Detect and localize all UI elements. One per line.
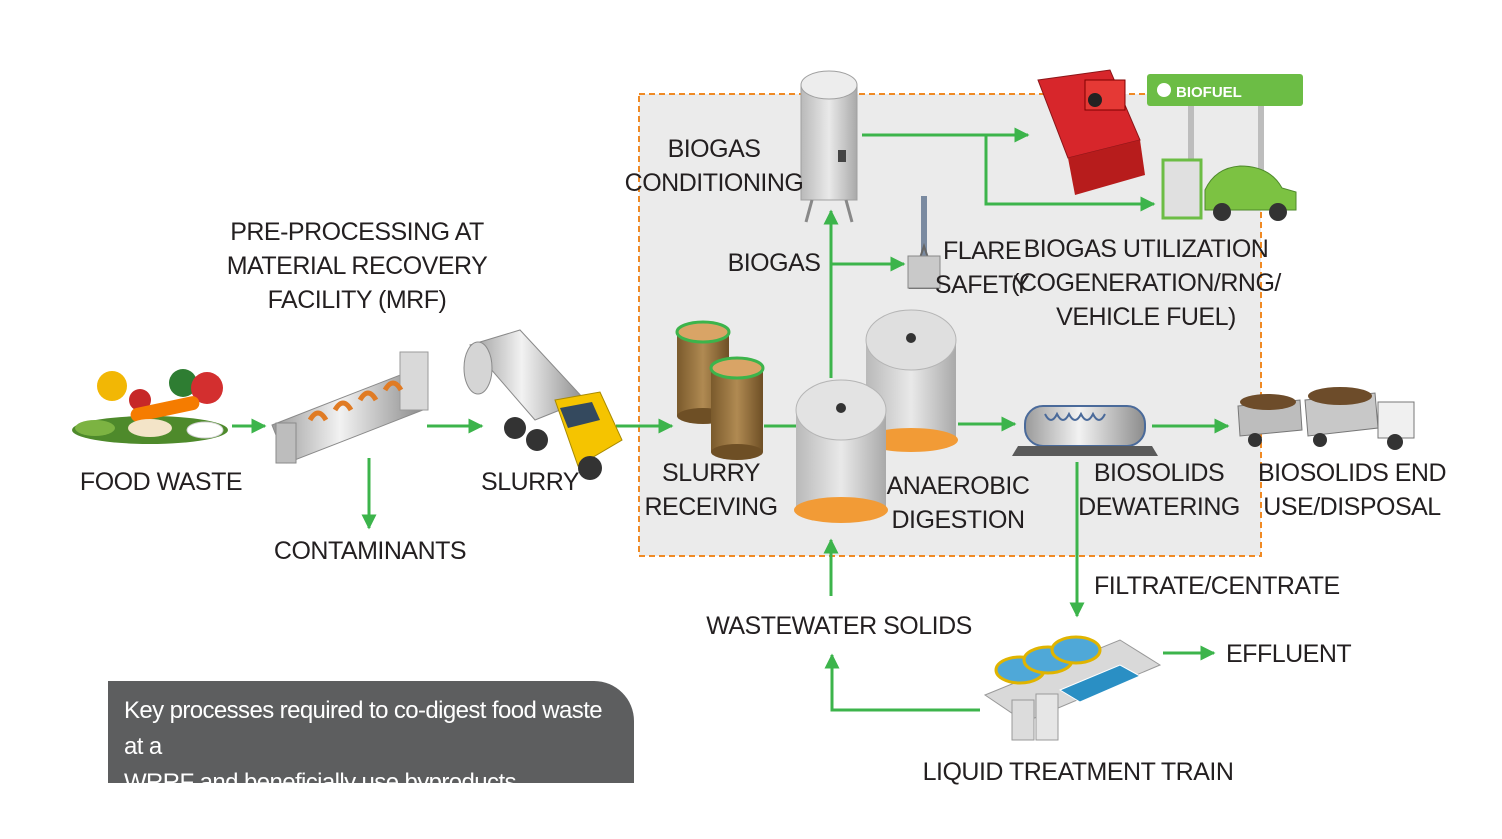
arrow-conditioning-to-fuel xyxy=(984,135,1156,212)
flow-arrows xyxy=(232,127,1230,712)
label-biogas-utilization: BIOGAS UTILIZATION (COGENERATION/RNG/ VE… xyxy=(1011,235,1281,331)
label-biosolids-dewatering: BIOSOLIDS DEWATERING xyxy=(1078,459,1240,521)
flare-stack-icon xyxy=(907,196,941,289)
label-filtrate-centrate: FILTRATE/CENTRATE xyxy=(1094,572,1340,600)
caption-line-1: Key processes required to co-digest food… xyxy=(124,697,603,760)
caption-box: Key processes required to co-digest food… xyxy=(108,681,634,796)
screw-separator-icon xyxy=(271,351,429,464)
label-liquid-treatment-train: LIQUID TREATMENT TRAIN xyxy=(922,758,1234,786)
arrow-treatment-to-wastewater-solids xyxy=(824,653,980,712)
label-flare-safety: FLARE SAFETY xyxy=(934,237,1030,299)
biofuel-sign-text: BIOFUEL xyxy=(1176,84,1242,101)
screw-press-icon xyxy=(1012,405,1158,456)
treatment-plant-icon xyxy=(983,635,1162,741)
vegetables-icon xyxy=(72,369,228,444)
label-effluent: EFFLUENT xyxy=(1226,640,1352,668)
label-biogas: BIOGAS xyxy=(727,249,821,277)
label-food-waste: FOOD WASTE xyxy=(79,468,243,496)
label-slurry: SLURRY xyxy=(481,468,579,496)
caption-line-2: WRRF and beneficially use byproducts. xyxy=(124,769,523,796)
label-contaminants: CONTAMINANTS xyxy=(273,537,467,565)
tanker-truck-icon xyxy=(463,329,623,480)
label-preprocessing: PRE-PROCESSING AT MATERIAL RECOVERY FACI… xyxy=(226,218,488,314)
digester-tanks-icon xyxy=(794,309,958,523)
storage-tanks-icon xyxy=(675,320,765,460)
fuel-station-car-icon: BIOFUEL xyxy=(1147,74,1303,221)
cogeneration-engine-icon xyxy=(1037,69,1145,195)
label-anaerobic-digestion: ANAEROBIC DIGESTION xyxy=(886,472,1030,534)
dump-trucks-icon xyxy=(1237,387,1415,450)
label-biogas-conditioning: BIOGAS CONDITIONING xyxy=(624,135,804,197)
label-wastewater-solids: WASTEWATER SOLIDS xyxy=(706,612,972,640)
label-slurry-receiving: SLURRY RECEIVING xyxy=(644,459,778,521)
gas-conditioning-tower-icon xyxy=(800,70,858,223)
label-biosolids-end-use: BIOSOLIDS END USE/DISPOSAL xyxy=(1258,459,1447,521)
